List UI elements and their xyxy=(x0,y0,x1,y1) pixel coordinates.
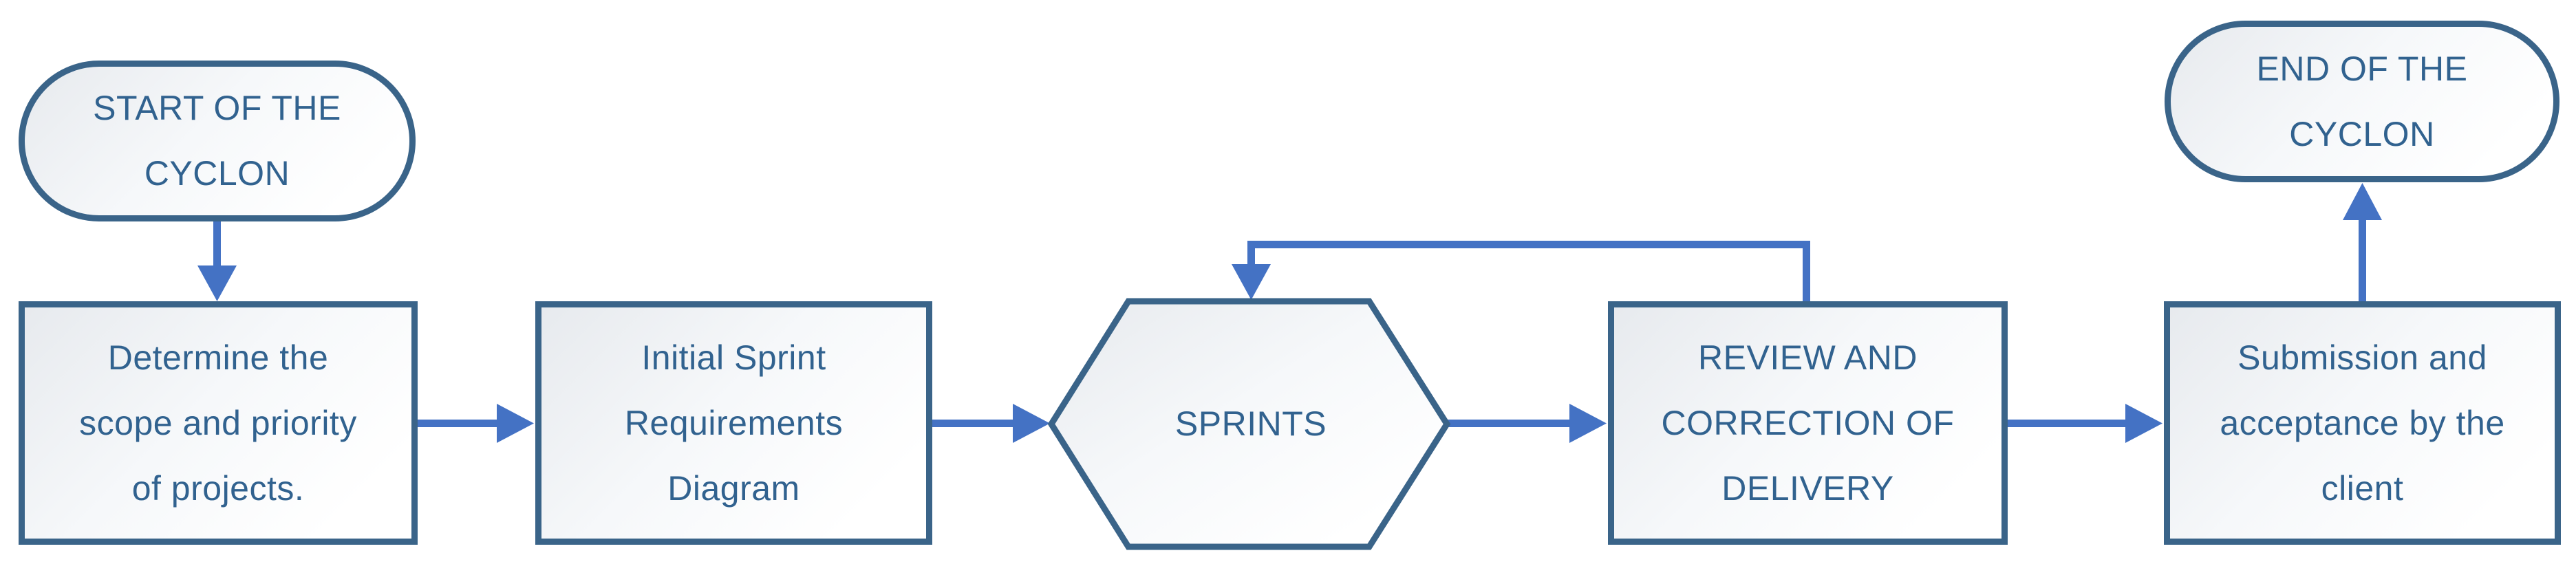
node-scope-label: Determine the scope and priority of proj… xyxy=(79,338,357,508)
node-sprint-diagram-process: Initial Sprint Requirements Diagram xyxy=(535,301,932,545)
node-review-label: REVIEW AND CORRECTION OF DELIVERY xyxy=(1661,338,1955,508)
arrow-submission-to-end xyxy=(2343,183,2382,303)
arrow-review-to-submission xyxy=(2006,404,2162,443)
node-sprint-diagram-label: Initial Sprint Requirements Diagram xyxy=(624,338,844,508)
node-submission-label: Submission and acceptance by the client xyxy=(2220,338,2505,508)
hexagon-shape xyxy=(1048,298,1451,550)
node-scope-process: Determine the scope and priority of proj… xyxy=(19,301,418,545)
node-end-terminator: END OF THE CYCLON xyxy=(2165,21,2559,182)
node-submission-process: Submission and acceptance by the client xyxy=(2164,301,2561,545)
node-end-label: END OF THE CYCLON xyxy=(2256,49,2468,153)
node-sprints-label: SPRINTS xyxy=(1174,404,1327,443)
arrow-sprints-to-review xyxy=(1448,404,1607,443)
arrow-sprint-diagram-to-sprints xyxy=(931,404,1050,443)
node-sprints-hexagon: SPRINTS xyxy=(1048,298,1454,550)
arrow-scope-to-sprint-diagram xyxy=(416,404,534,443)
node-start-terminator: START OF THE CYCLON xyxy=(19,61,416,221)
node-start-label: START OF THE CYCLON xyxy=(93,89,341,193)
node-review-process: REVIEW AND CORRECTION OF DELIVERY xyxy=(1608,301,2008,545)
arrow-review-loop-to-sprints xyxy=(1232,241,1810,303)
arrow-start-to-scope xyxy=(197,221,237,301)
